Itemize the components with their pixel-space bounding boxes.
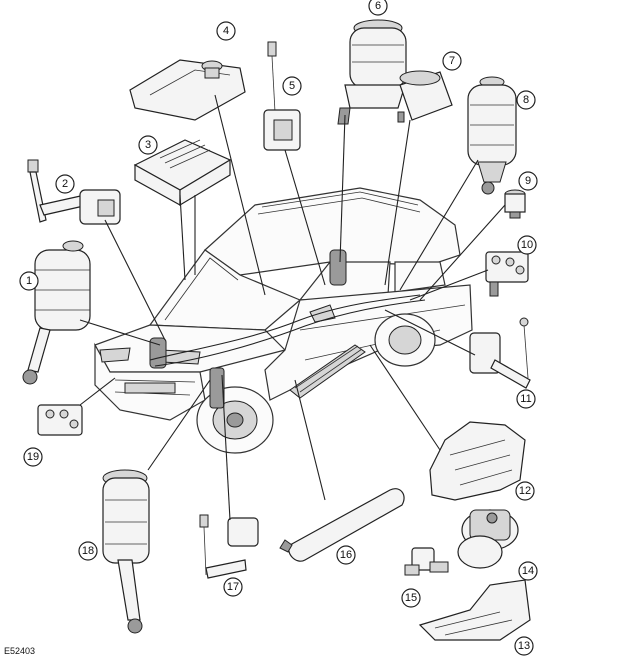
callout-9: 9 (518, 171, 538, 191)
callout-14: 14 (518, 561, 538, 581)
rear-left-height-sensor (469, 317, 531, 389)
svg-text:7: 7 (449, 55, 455, 67)
svg-text:15: 15 (405, 592, 417, 604)
svg-text:4: 4 (223, 25, 229, 37)
callout-11: 11 (516, 389, 536, 409)
callout-5: 5 (282, 76, 302, 96)
leader-lines (79, 94, 506, 521)
front-air-spring-damper-right (102, 469, 150, 634)
callout-4: 4 (216, 21, 236, 41)
svg-text:18: 18 (82, 545, 94, 557)
compressor-cover (429, 421, 526, 501)
valve-block (485, 251, 529, 297)
valve-block-housing (129, 59, 246, 121)
svg-text:12: 12 (519, 485, 531, 497)
callout-15: 15 (401, 588, 421, 608)
svg-text:5: 5 (289, 80, 295, 92)
callout-17: 17 (223, 577, 243, 597)
callout-10: 10 (517, 235, 537, 255)
svg-text:16: 16 (340, 549, 352, 561)
front-valve-block (37, 404, 83, 436)
callout-2: 2 (55, 174, 75, 194)
svg-text:10: 10 (521, 239, 533, 251)
figure-reference: E52403 (4, 646, 36, 656)
rear-height-sensor (263, 41, 301, 151)
callout-19: 19 (23, 447, 43, 467)
air-suspension-ecu (133, 139, 232, 207)
svg-text:8: 8 (523, 94, 529, 106)
callout-1: 1 (19, 271, 39, 291)
callout-18: 18 (78, 541, 98, 561)
callout-8: 8 (516, 90, 536, 110)
air-filter (504, 189, 526, 219)
svg-text:1: 1 (26, 275, 32, 287)
compressor-bracket (418, 579, 531, 641)
rear-air-spring-right (467, 76, 517, 195)
callout-12: 12 (515, 481, 535, 501)
svg-text:17: 17 (227, 581, 239, 593)
callout-16: 16 (336, 545, 356, 565)
svg-text:19: 19 (27, 451, 39, 463)
svg-text:6: 6 (375, 0, 381, 12)
svg-text:9: 9 (525, 175, 531, 187)
callout-13: 13 (514, 636, 534, 656)
callout-6: 6 (368, 0, 388, 16)
front-right-height-sensor (199, 514, 259, 579)
callout-3: 3 (138, 135, 158, 155)
svg-text:13: 13 (518, 640, 530, 652)
air-tank (279, 488, 405, 562)
svg-text:14: 14 (522, 565, 534, 577)
exhaust-valve (404, 547, 449, 576)
air-compressor (457, 509, 519, 569)
svg-text:3: 3 (145, 139, 151, 151)
front-air-spring-damper (22, 240, 91, 385)
svg-text:2: 2 (62, 178, 68, 190)
svg-text:11: 11 (520, 393, 531, 405)
callout-7: 7 (442, 51, 462, 71)
rear-air-spring (337, 19, 407, 125)
air-reservoir (397, 70, 453, 123)
front-height-sensor (27, 159, 121, 225)
